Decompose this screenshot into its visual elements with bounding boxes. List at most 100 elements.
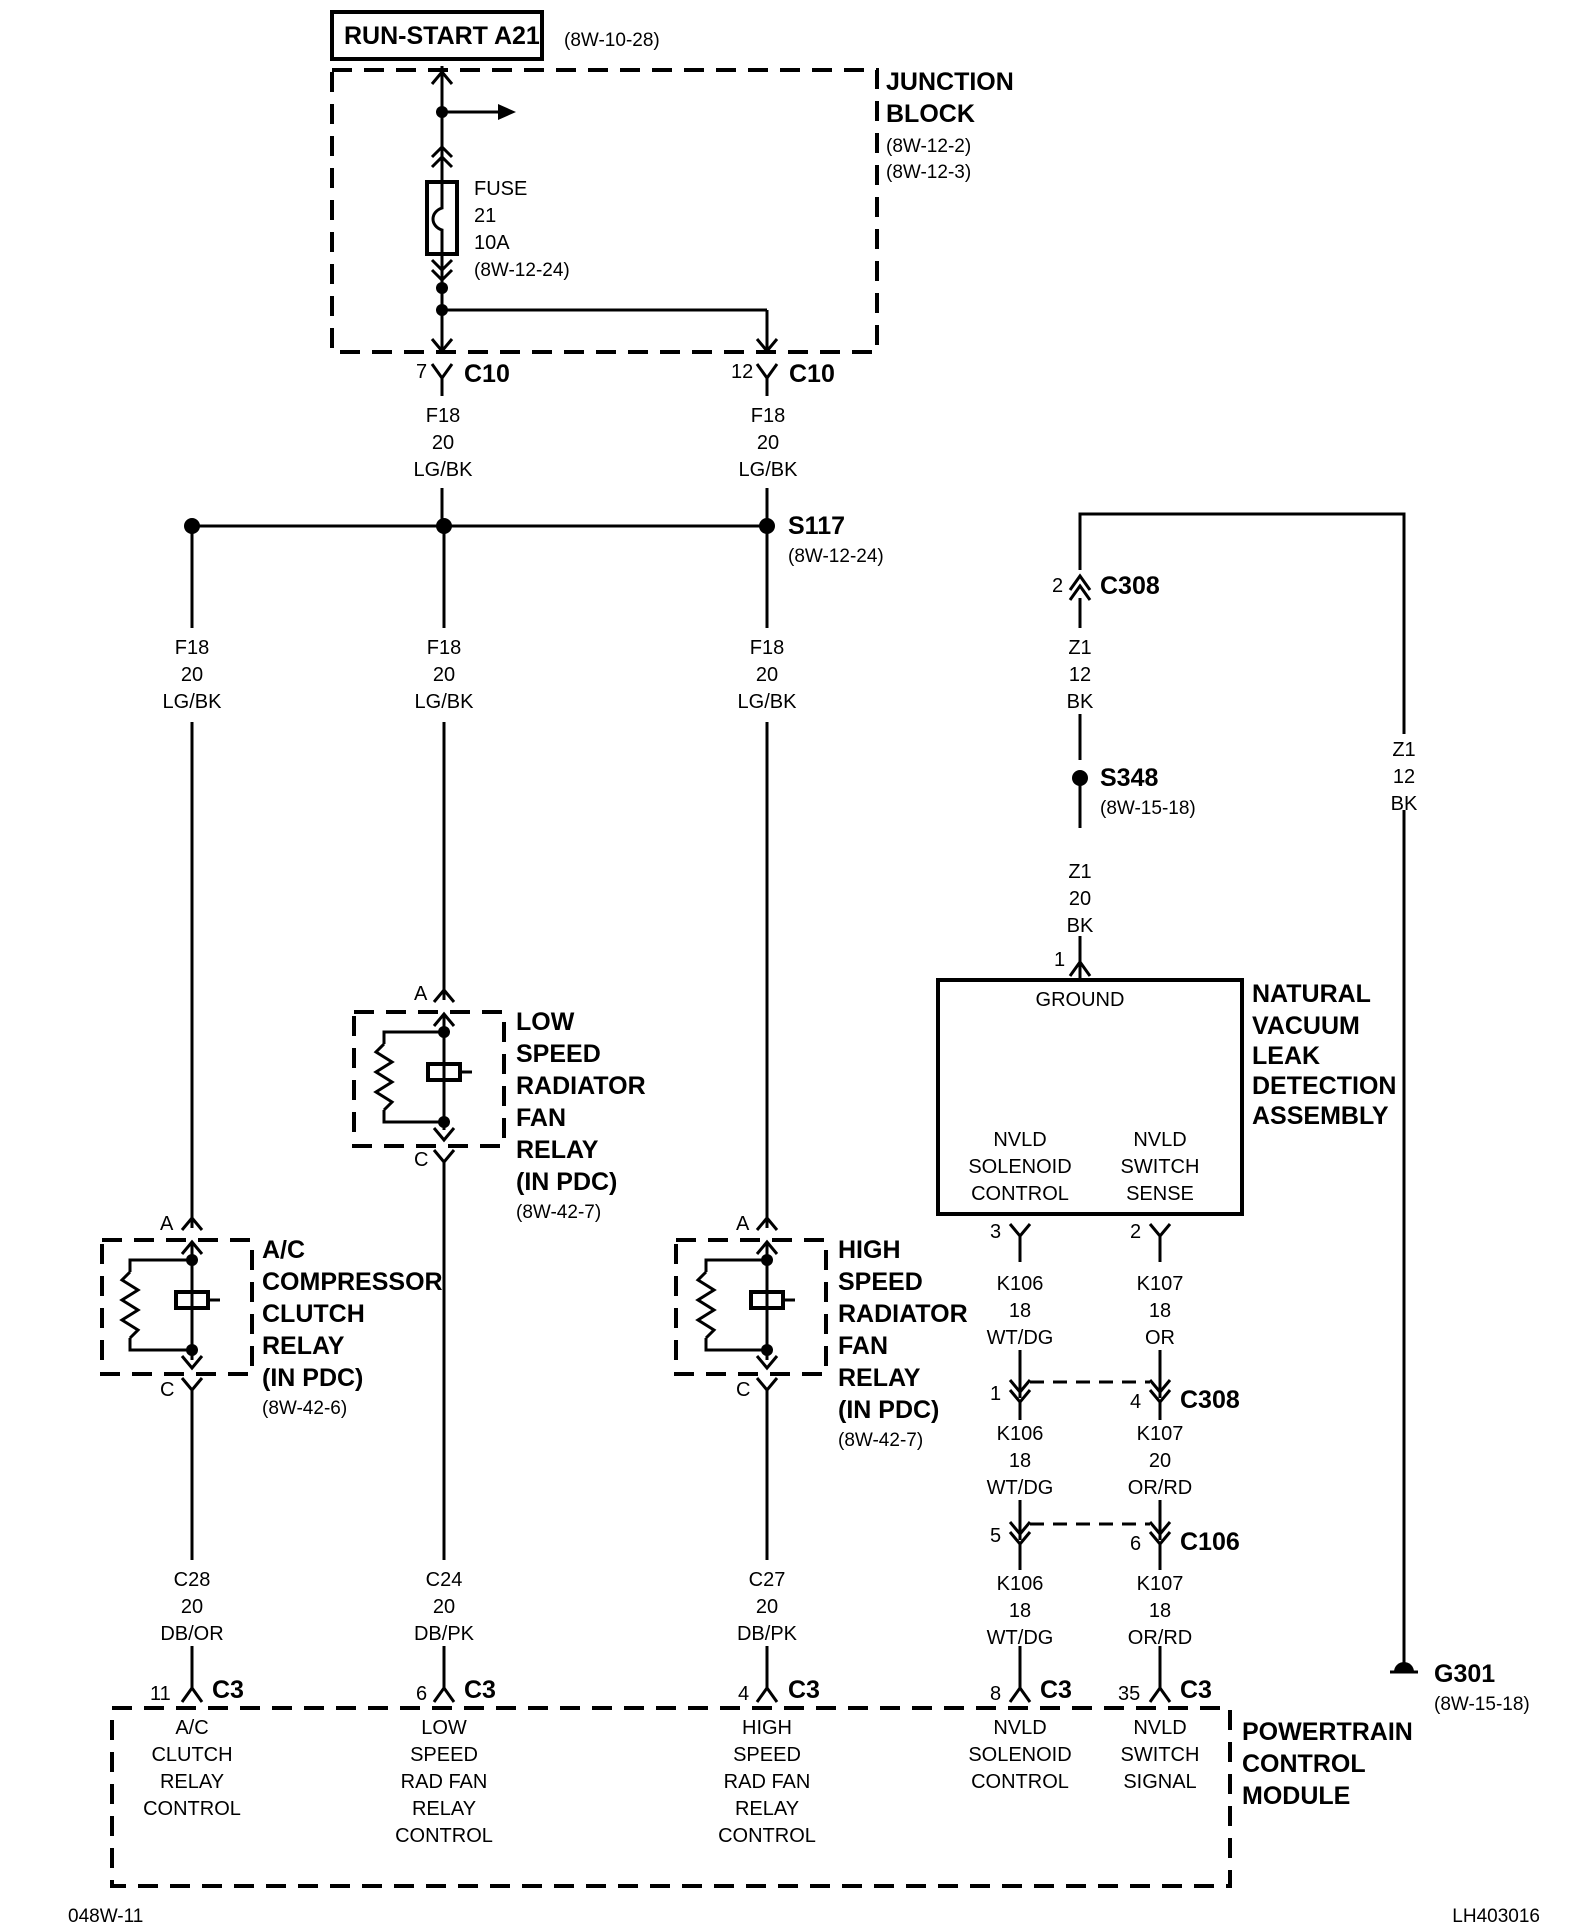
high-speed-relay [674, 722, 828, 1560]
svg-text:12: 12 [1393, 766, 1415, 788]
svg-text:20: 20 [181, 1596, 203, 1618]
nvld-solenoid-label: NVLD SOLENOID CONTROL [968, 1129, 1071, 1205]
z1-20-wire-label: Z1 20 BK [1067, 861, 1094, 937]
svg-text:12: 12 [1069, 664, 1091, 686]
svg-text:C28: C28 [174, 1569, 211, 1591]
pcm-pin-35: 35 [1118, 1683, 1140, 1705]
k107-wire-label-b: K107 20 OR/RD [1128, 1423, 1192, 1499]
low-relay-label-3: RADIATOR [516, 1072, 646, 1100]
svg-text:K107: K107 [1137, 1273, 1184, 1295]
svg-text:WT/DG: WT/DG [987, 1627, 1054, 1649]
junction-block-outline [330, 68, 879, 354]
nvld-title-4: DETECTION [1252, 1072, 1396, 1100]
svg-text:20: 20 [756, 1596, 778, 1618]
c27-wire-label: C27 20 DB/PK [737, 1566, 798, 1645]
svg-text:DB/OR: DB/OR [160, 1623, 223, 1645]
c308-top-label: C308 [1100, 572, 1160, 600]
svg-text:BK: BK [1067, 691, 1094, 713]
pcm-pin-4: 4 [738, 1683, 749, 1705]
k106-wire-label-a: K106 18 WT/DG [987, 1273, 1054, 1349]
f18-wire-label-ac: F18 20 LG/BK [163, 637, 223, 713]
svg-text:SWITCH: SWITCH [1121, 1156, 1200, 1178]
svg-text:F18: F18 [750, 637, 784, 659]
ac-relay-label-3: CLUTCH [262, 1300, 365, 1328]
svg-text:RELAY: RELAY [412, 1798, 476, 1820]
svg-text:DB/PK: DB/PK [414, 1623, 475, 1645]
svg-text:LOW: LOW [421, 1717, 467, 1739]
svg-text:SIGNAL: SIGNAL [1123, 1771, 1196, 1793]
c24-wire-label: C24 20 DB/PK [414, 1566, 475, 1645]
high-relay-label-2: SPEED [838, 1268, 923, 1296]
high-relay-pin-c: C [736, 1379, 750, 1401]
f18-wire-label-high: F18 20 LG/BK [738, 637, 798, 713]
svg-text:20: 20 [433, 1596, 455, 1618]
svg-text:CONTROL: CONTROL [395, 1825, 493, 1847]
nvld-assembly-box [936, 978, 1244, 1216]
svg-text:18: 18 [1009, 1600, 1031, 1622]
high-relay-label-6: (IN PDC) [838, 1396, 939, 1424]
nvld-pin-2: 2 [1130, 1221, 1141, 1243]
c28-wire-label: C28 20 DB/OR [160, 1566, 224, 1645]
fuse-label-1: FUSE [474, 178, 527, 200]
c10-label-left: C10 [464, 360, 510, 388]
g301-ref: (8W-15-18) [1434, 1694, 1530, 1715]
high-relay-label-3: RADIATOR [838, 1300, 968, 1328]
run-start-title: RUN-START A21 [344, 22, 540, 50]
c308-top-pin: 2 [1052, 575, 1063, 597]
svg-text:18: 18 [1009, 1450, 1031, 1472]
svg-text:WT/DG: WT/DG [987, 1327, 1054, 1349]
s117-label: S117 [788, 512, 845, 540]
svg-text:K106: K106 [997, 1573, 1044, 1595]
svg-text:NVLD: NVLD [993, 1717, 1046, 1739]
svg-text:LG/BK: LG/BK [163, 691, 223, 713]
pcm-c3-label-1: C3 [212, 1676, 244, 1704]
ac-relay-pin-a: A [160, 1213, 174, 1235]
svg-text:OR/RD: OR/RD [1128, 1477, 1192, 1499]
svg-text:F18: F18 [175, 637, 209, 659]
ac-relay-label-4: RELAY [262, 1332, 345, 1360]
footer-left-code: 048W-11 [68, 1906, 143, 1927]
svg-text:SPEED: SPEED [410, 1744, 478, 1766]
nvld-switch-label: NVLD SWITCH SENSE [1121, 1129, 1200, 1205]
f18-wire-label-c10-right: F18 20 LG/BK [739, 405, 799, 481]
junction-internal-wiring [425, 66, 779, 354]
high-relay-pin-a: A [736, 1213, 750, 1235]
nvld-title-1: NATURAL [1252, 980, 1371, 1008]
pcm-pin-8: 8 [990, 1683, 1001, 1705]
pcm-function-nvld-switch: NVLD SWITCH SIGNAL [1121, 1717, 1200, 1793]
svg-text:NVLD: NVLD [993, 1129, 1046, 1151]
pcm-function-low: LOW SPEED RAD FAN RELAY CONTROL [395, 1717, 493, 1847]
z1-12-wire-label-right: Z1 12 BK [1380, 734, 1428, 815]
svg-text:20: 20 [1069, 888, 1091, 910]
high-relay-label-4: FAN [838, 1332, 888, 1360]
svg-text:SOLENOID: SOLENOID [968, 1156, 1071, 1178]
ac-clutch-relay [100, 722, 254, 1560]
svg-text:20: 20 [1149, 1450, 1171, 1472]
c106-label: C106 [1180, 1528, 1240, 1556]
high-relay-label-1: HIGH [838, 1236, 901, 1264]
junction-block-label-1: JUNCTION [886, 68, 1014, 96]
nvld-output-wiring [1008, 1223, 1172, 1688]
s117-ref: (8W-12-24) [788, 546, 884, 567]
nvld-ground-label: GROUND [1036, 989, 1125, 1011]
g301-label: G301 [1434, 1660, 1495, 1688]
svg-text:Z1: Z1 [1392, 739, 1415, 761]
pcm-pin-11: 11 [150, 1683, 171, 1705]
f18-bus [184, 488, 775, 628]
pcm-c3-label-5: C3 [1180, 1676, 1212, 1704]
ac-relay-label-5: (IN PDC) [262, 1364, 363, 1392]
pcm-c3-connector-symbols [180, 1646, 1172, 1703]
svg-text:C24: C24 [426, 1569, 463, 1591]
pcm-outline [110, 1706, 1232, 1888]
low-relay-ref: (8W-42-7) [516, 1202, 601, 1223]
f18-wire-label-c10-left: F18 20 LG/BK [414, 405, 474, 481]
svg-text:NVLD: NVLD [1133, 1717, 1186, 1739]
svg-text:18: 18 [1149, 1600, 1171, 1622]
svg-text:20: 20 [757, 432, 779, 454]
svg-text:BK: BK [1391, 793, 1418, 815]
svg-text:HIGH: HIGH [742, 1717, 792, 1739]
c10-pin-12: 12 [731, 361, 753, 383]
run-start-ref: (8W-10-28) [564, 30, 660, 51]
svg-text:F18: F18 [427, 637, 461, 659]
